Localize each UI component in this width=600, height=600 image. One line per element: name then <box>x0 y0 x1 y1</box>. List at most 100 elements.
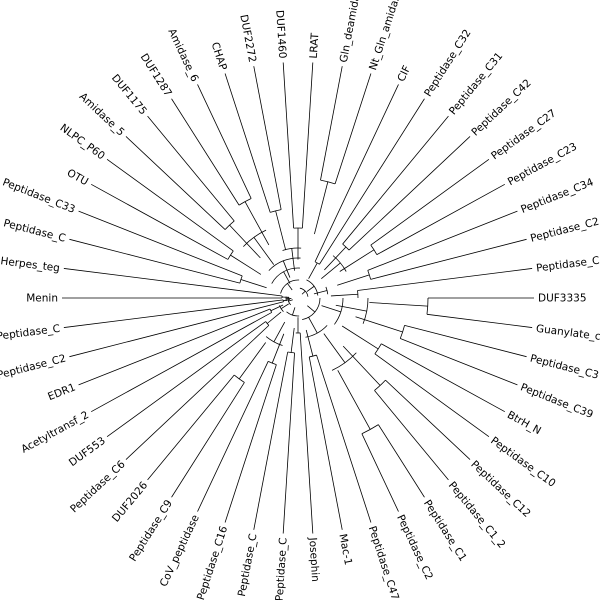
clade-stem <box>330 293 358 297</box>
clade-arc <box>265 336 283 346</box>
leaf-branch <box>78 210 243 277</box>
clade-stem <box>301 290 306 295</box>
clade-arc <box>239 275 243 284</box>
leaf-label: DUF1460 <box>273 10 288 59</box>
clade-stem <box>337 274 370 286</box>
clade-stem <box>230 254 262 275</box>
leaf-branch <box>381 343 506 413</box>
leaf-branch <box>147 115 235 222</box>
clade-stem <box>253 237 275 265</box>
leaf-branch <box>63 299 284 328</box>
clade-arc <box>268 360 277 365</box>
leaf-branch <box>171 98 240 206</box>
leaf-label: Peptidase_C2 <box>394 513 435 582</box>
clade-arc <box>426 297 429 315</box>
leaf-label: Menin <box>26 293 58 305</box>
leaf-branch <box>78 308 271 386</box>
leaf-label: CIF <box>395 64 413 84</box>
clade-stem <box>244 201 270 246</box>
leaf-label: Josephin <box>306 536 321 582</box>
leaf-label: OTU <box>65 167 90 188</box>
clade-stem <box>321 305 341 313</box>
leaf-label: BtrH_N <box>505 409 543 437</box>
leaf-branch <box>106 321 266 438</box>
leaf-label: Peptidase_C <box>0 323 61 343</box>
leaf-branch <box>400 338 518 386</box>
leaf-label: Herpes_teg <box>0 255 61 274</box>
leaf-branch <box>370 158 490 246</box>
leaf-label: Peptidase_C9 <box>127 498 175 564</box>
leaf-label: Mac-1 <box>336 533 354 566</box>
clade-stem <box>339 249 375 272</box>
leaf-branch <box>301 62 314 229</box>
leaf-branch <box>282 62 295 229</box>
leaf-label: Peptidase_C23 <box>506 141 579 189</box>
clade-stem <box>273 321 286 343</box>
clade-stem <box>308 317 318 334</box>
leaf-branch <box>125 136 226 230</box>
clade-stem <box>275 210 287 251</box>
leaf-label: Peptidase_C47 <box>366 525 401 600</box>
leaf-branch <box>319 98 425 265</box>
leaf-label: Peptidase_C33 <box>1 176 77 216</box>
clade-arc <box>265 321 270 326</box>
leaf-branch <box>224 364 277 523</box>
leaf-branch <box>69 238 240 284</box>
leaf-label: Peptidase_C <box>274 537 290 600</box>
leaf-label: Peptidase_C2 <box>0 353 67 382</box>
leaf-label: DUF3335 <box>538 293 587 305</box>
clade-arc <box>306 279 319 296</box>
clade-stem <box>292 307 296 316</box>
leaf-branch <box>367 210 518 271</box>
clade-arc <box>270 209 282 213</box>
leaf-label: Peptidase_C39 <box>519 381 595 421</box>
clade-arc <box>243 229 267 247</box>
leaf-label: Gln_deamidase <box>338 0 365 64</box>
clade-stem <box>337 370 371 430</box>
leaf-branch <box>253 66 282 210</box>
leaf-branch <box>171 382 245 498</box>
clade-stem <box>271 333 285 364</box>
leaf-branch <box>90 312 272 413</box>
clade-stem <box>288 299 293 302</box>
clade-stem <box>355 316 403 333</box>
clade-stem <box>290 327 295 353</box>
leaf-branch <box>197 361 269 512</box>
clade-stem <box>314 181 329 235</box>
leaf-branch <box>314 84 399 262</box>
leaf-branch <box>299 332 314 534</box>
clade-stem <box>266 311 282 324</box>
leaf-branch <box>376 183 506 255</box>
leaf-label: Peptidase_C2 <box>529 216 600 245</box>
leaf-branch <box>370 238 527 280</box>
leaf-label: Peptidase_C34 <box>519 176 595 216</box>
clade-stem <box>291 248 295 271</box>
leaf-branch <box>334 73 372 184</box>
clade-stem <box>308 262 318 279</box>
leaf-label: Guanylate_cyc <box>535 323 600 345</box>
leaf-label: DUF2026 <box>110 479 150 524</box>
leaf-branch <box>125 325 270 460</box>
leaf-branch <box>374 390 449 481</box>
leaf-branch <box>90 183 229 260</box>
leaf-label: NLPC_P60 <box>58 122 107 162</box>
leaf-label: DUF2272 <box>237 14 258 64</box>
leaf-label: Peptidase_C1 <box>421 498 469 564</box>
leaf-label: DUF1175 <box>109 72 149 117</box>
clade-stem <box>270 304 284 312</box>
clade-arc <box>374 343 382 355</box>
leaf-branch <box>282 352 295 534</box>
leaf-branch <box>253 351 289 530</box>
leaf-branch <box>308 356 343 530</box>
clade-stem <box>323 333 346 363</box>
leaf-label: Peptidase_C <box>236 533 260 598</box>
leaf-branch <box>361 433 399 512</box>
clade-arc <box>374 379 386 391</box>
clade-stem <box>341 325 379 350</box>
leaf-branch <box>404 324 527 358</box>
leaf-label: Peptidase_C16 <box>195 524 230 600</box>
clade-arc <box>227 250 234 260</box>
